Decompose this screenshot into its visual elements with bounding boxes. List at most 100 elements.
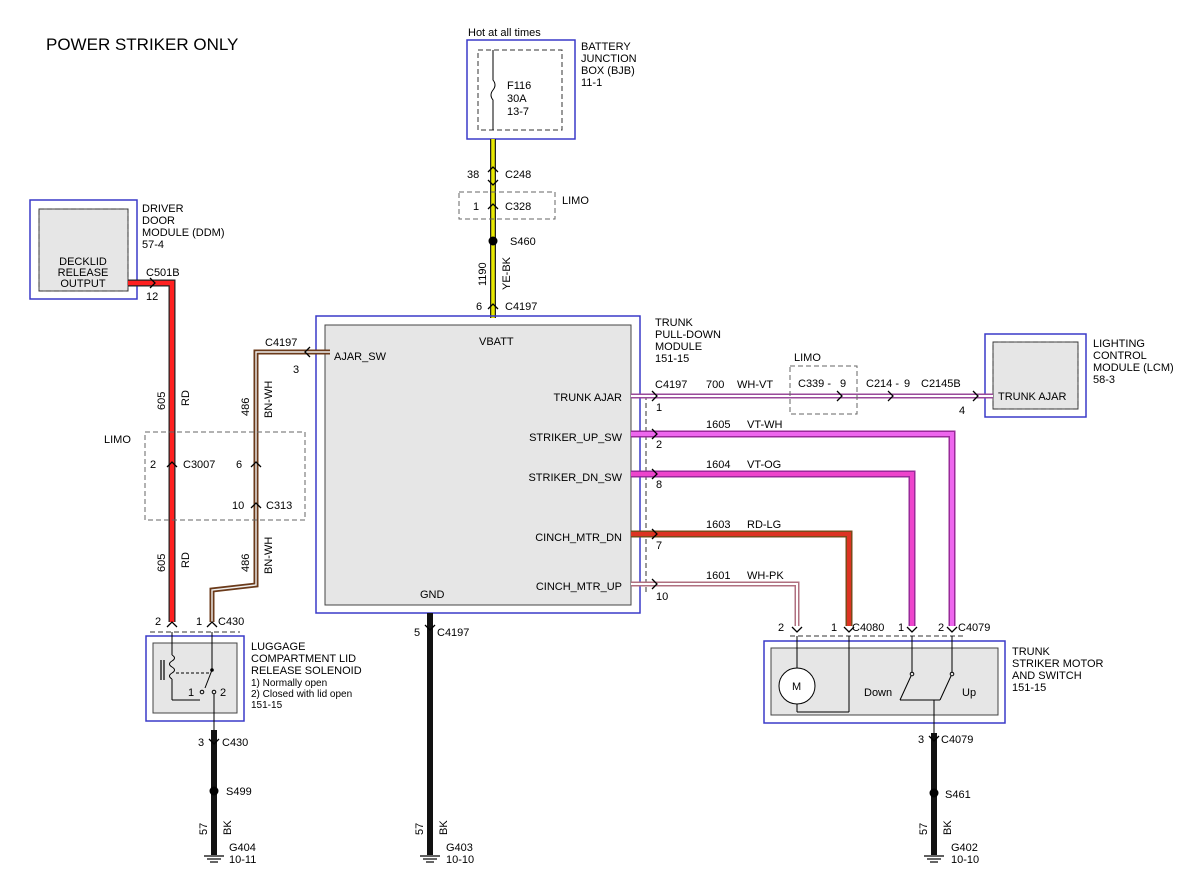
c4079-bot-label: C4079 [941, 734, 973, 746]
ddm-name-1: DRIVER [142, 203, 184, 215]
wire-ye-bk-color: YE-BK [501, 256, 513, 290]
tpm-gnd: GND [420, 589, 445, 601]
s460-label: S460 [510, 236, 536, 248]
solenoid-note-2: 2) Closed with lid open [251, 689, 352, 700]
wire-rd-a: RD [180, 390, 192, 406]
bjb-name-3: BOX (BJB) [581, 65, 635, 77]
tpm-box [315, 315, 641, 614]
solenoid-box [145, 635, 245, 722]
ddm-inner [38, 208, 129, 292]
solenoid-name-1: LUGGAGE [251, 641, 305, 653]
c4197-gnd-connector [424, 624, 436, 631]
fuse-icon [490, 50, 496, 130]
c4079-pin1: 1 [898, 622, 904, 634]
tpm-pin-striker-up: STRIKER_UP_SW [529, 432, 623, 444]
c4079-label: C4079 [958, 622, 990, 634]
c430-pin2-connector [166, 621, 178, 628]
c214-label: C214 - [866, 378, 899, 390]
lcm-pin: 4 [959, 405, 965, 417]
tpm-pin-trunk-ajar: TRUNK AJAR [554, 392, 623, 404]
c430-pin2: 2 [155, 616, 161, 628]
wire-486-b: 486 [240, 554, 252, 572]
motor-icon [778, 636, 850, 713]
c328-label: C328 [505, 201, 531, 213]
c4079-bot-connector [928, 735, 940, 742]
c4197-top-label: C4197 [505, 301, 537, 313]
c313-pin: 10 [232, 500, 244, 512]
tpm-ajar-sw: AJAR_SW [334, 351, 387, 363]
motor-label: M [792, 681, 801, 693]
lcm-name-3: MODULE (LCM) [1093, 362, 1174, 374]
s499-label: S499 [226, 786, 252, 798]
solenoid-note-1: 1) Normally open [251, 678, 327, 689]
limo-label-top: LIMO [562, 195, 589, 207]
limo-box-top [458, 191, 556, 220]
wire-57-b: 57 [414, 823, 426, 835]
wire-1190-number: 1190 [477, 262, 489, 286]
fuse-line-2: 30A [507, 93, 527, 105]
lcm-name-4: 58-3 [1093, 374, 1115, 386]
solenoid-name-2: COMPARTMENT LID [251, 653, 356, 665]
c4079-pin2: 2 [938, 622, 944, 634]
ddm-name-2: DOOR [142, 215, 175, 227]
c339-right-pin: 9 [840, 378, 846, 390]
c328-pin: 1 [473, 201, 479, 213]
c339-right-label: C339 - [798, 378, 831, 390]
c501b-label: C501B [146, 267, 180, 279]
ground-icon-g403 [420, 855, 440, 863]
c3007-label: C3007 [183, 459, 215, 471]
c501b-connector [149, 277, 156, 289]
c4197-ajar-label: C4197 [265, 337, 297, 349]
c4079-pin2-connector [946, 626, 958, 633]
wire-wh-vt-color: WH-VT [737, 379, 773, 391]
solenoid-pin2: 2 [220, 687, 226, 699]
bjb-name-4: 11-1 [581, 77, 602, 89]
solenoid-inner [152, 642, 238, 714]
bjb-name-1: BATTERY [581, 41, 631, 53]
fuse-line-3: 13-7 [507, 106, 529, 118]
g404-ref: 10-11 [229, 854, 256, 866]
wire-1603: 1603 [706, 519, 730, 531]
wire-bnwh-a: BN-WH [263, 381, 275, 418]
wire-wh-pk [631, 581, 800, 626]
c501b-pin: 12 [146, 291, 158, 303]
hot-at-all-times-label: Hot at all times [468, 27, 541, 39]
c2145b-label: C2145B [921, 378, 961, 390]
striker-switch-icon [899, 636, 955, 733]
s460-splice [488, 236, 498, 246]
s461-splice [929, 788, 939, 798]
c430-bot-pin: 3 [198, 737, 204, 749]
c339-right-connector [836, 390, 843, 402]
pin-8: 8 [656, 479, 662, 491]
tpm-inner [324, 324, 632, 606]
ddm-inner-1: DECKLID [59, 256, 107, 268]
lcm-name-2: CONTROL [1093, 350, 1147, 362]
c248-connector [487, 166, 499, 173]
c4197-ajar-connector [304, 346, 311, 358]
striker-box [763, 640, 1006, 724]
wire-bnwh-b: BN-WH [263, 537, 275, 574]
c4197-gnd-pin: 5 [414, 627, 420, 639]
tpm-pin-cinch-dn: CINCH_MTR_DN [535, 532, 622, 544]
c4079-pin1-connector [906, 626, 918, 633]
solenoid-icon [160, 632, 217, 730]
s461-label: S461 [945, 789, 971, 801]
wire-486-a: 486 [240, 398, 252, 416]
striker-name-2: STRIKER MOTOR [1012, 658, 1104, 670]
c313-label: C313 [266, 500, 292, 512]
c4080-pin1-connector [843, 626, 855, 633]
c4197-gnd-label: C4197 [437, 627, 469, 639]
limo-label-left: LIMO [104, 434, 131, 446]
ddm-inner-3: OUTPUT [60, 278, 106, 290]
wire-57-a: 57 [198, 823, 210, 835]
wire-vt-wh [631, 430, 956, 626]
c3007-connector [166, 461, 178, 468]
wire-rd-lg-color: RD-LG [747, 519, 781, 531]
wire-605-b: 605 [156, 554, 168, 572]
fuse-line-1: F116 [507, 80, 531, 92]
wire-1605: 1605 [706, 419, 730, 431]
s499-splice [209, 786, 219, 796]
g404-label: G404 [229, 842, 256, 854]
c248-label: C248 [505, 169, 531, 181]
g403-label: G403 [446, 842, 473, 854]
